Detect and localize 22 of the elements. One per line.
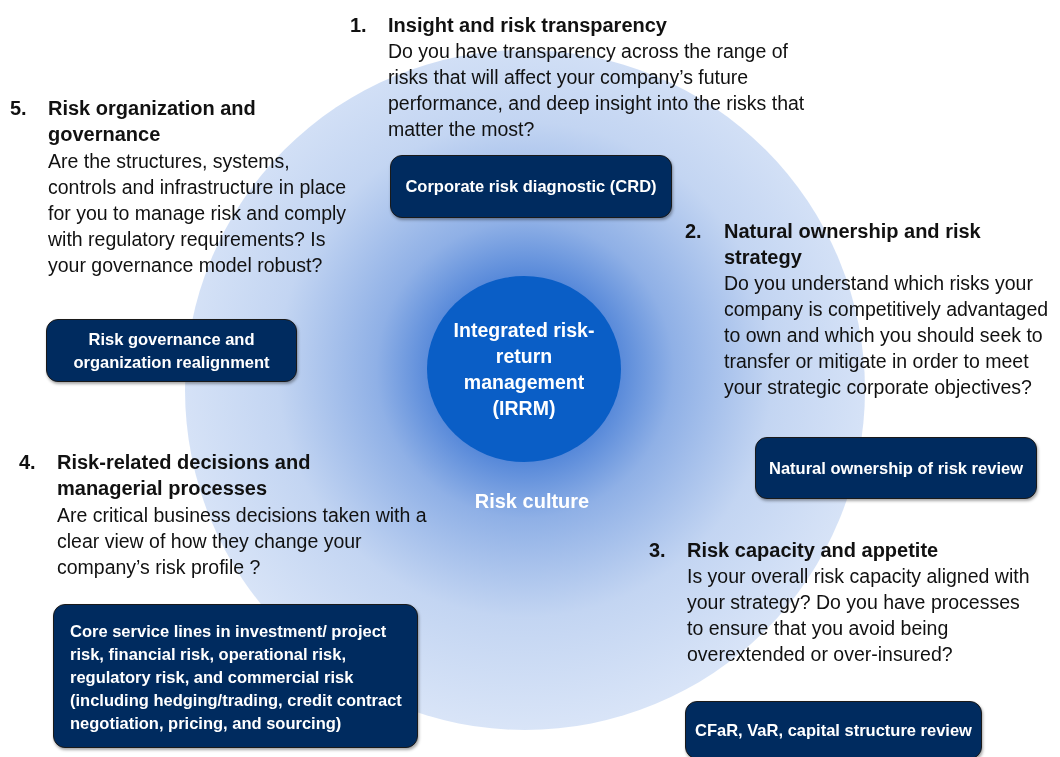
question-text: Are critical business decisions taken with a clear view of how they change your company’s risk profile ? (57, 503, 427, 580)
section-heading: Risk capacity and appetite (687, 538, 940, 563)
service-box: Corporate risk diagnostic (CRD) (390, 155, 672, 218)
question-text: Do you understand which risks your company is competitively advantaged to own and which you should seek to transfer or mitigate in order to meet your strategic corporate objectives? (724, 271, 1050, 400)
section-heading: Insight and risk transparency (388, 13, 668, 38)
center-circle: Integrated risk-return management (IRRM) (427, 276, 621, 462)
service-box: Core service lines in investment/ project risk, financial risk, operational risk, regulatory risk, and commercial risk (including hedging/trading, credit contract negotiation, pricing, and sourcing) (53, 604, 418, 748)
circle-label: Risk culture (473, 490, 591, 513)
list-number: 1. (350, 13, 368, 38)
list-number: 3. (649, 538, 667, 563)
list-number: 2. (685, 219, 703, 244)
list-number: 5. (10, 96, 28, 121)
list-number: 4. (19, 450, 37, 475)
section-heading: Risk-related decisions and managerial processes (57, 450, 312, 501)
question-text: Are the structures, systems, controls and infrastructure in place for you to manage risk and comply with regulatory requirements? Is your governance model robust? (48, 149, 348, 278)
service-box: Risk governance and organization realignment (46, 319, 297, 382)
service-box: CFaR, VaR, capital structure review (685, 701, 982, 757)
service-box: Natural ownership of risk review (755, 437, 1037, 499)
section-heading: Natural ownership and risk strategy (724, 219, 982, 270)
question-text: Do you have transparency across the range of risks that will affect your company’s future performance, and deep insight into the risks that matter the most? (388, 39, 806, 142)
section-heading: Risk organization and governance (48, 96, 257, 147)
question-text: Is your overall risk capacity aligned with your strategy? Do you have processes to ensure that you avoid being overextended or over-insured? (687, 564, 1031, 667)
